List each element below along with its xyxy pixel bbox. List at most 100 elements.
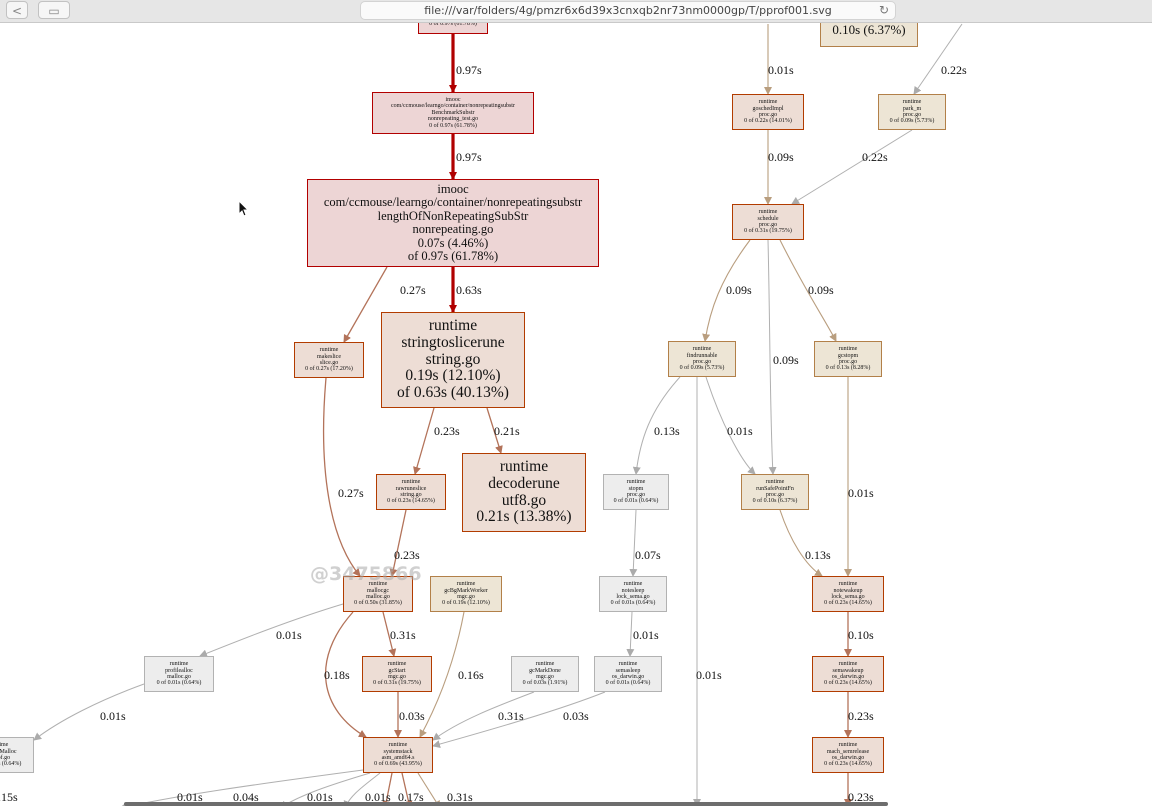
edge-stopm-to-notesleep [626,611,635,657]
node-text-line: proc.go [902,112,922,118]
node-text-line: runtime [902,99,922,106]
horizontal-scrollbar[interactable] [124,802,888,806]
edge-label: 0.23s [434,424,460,438]
edge-label: 0.03s [563,709,589,723]
node-text-line: runtime [456,581,476,588]
edge-label: 0.01s [727,424,753,438]
node-text-line: os_darwin.go [611,674,645,680]
graph-node-mProf-Malloc[interactable]: runtimemProf_Mallocmprof.go0 of 0.01s (0… [0,737,34,773]
node-text-line: string.go [425,350,481,368]
node-text-line: BenchmarkSubstr [431,109,475,116]
node-text-line: proc.go [838,359,858,365]
node-text-line: of 0.63s (40.13%) [397,384,509,402]
node-text-line: 0.10s (6.37%) [832,23,906,38]
node-text-line: malloc.go [366,594,390,600]
edge-label: 0.10s [848,628,874,642]
mouse-cursor-icon [238,200,250,217]
node-text-line: 0 of 0.31s (19.75%) [744,228,792,235]
node-text-line: utf8.go [501,491,547,509]
node-text-line: runtime [838,581,858,588]
node-text-line: 0 of 0.69s (43.95%) [374,761,422,768]
edge-label: 0.07s [635,548,661,562]
reload-icon[interactable]: ↻ [878,3,889,17]
node-text-line: gcstopm [837,352,859,359]
node-text-line: runtime [838,346,858,353]
edge-label: 0.01s [307,790,333,804]
node-text-line: lock_sema.go [831,594,865,600]
graph-node-top-right-big[interactable]: 0.10s (6.37%) [820,23,918,47]
watermark: @3475866 [310,563,422,585]
edge-label: 0.21s [494,424,520,438]
node-text-line: stopm [628,485,644,492]
node-text-line: string.go [400,492,422,498]
node-text-line: runtime [535,661,555,668]
edge-lengthOf-to-makeslice [343,266,388,343]
node-text-line: runtime [387,661,407,668]
node-text-line: lock_sema.go [616,594,650,600]
edge-label: 0.23s [848,790,874,804]
node-text-line: 0 of 0.01s (0.64%) [0,761,22,768]
edge-label: 0.31s [498,709,524,723]
node-text-line: runtime [319,347,339,354]
back-button[interactable]: < [6,1,28,19]
node-text-line: runtime [838,742,858,749]
node-text-line: runtime [838,661,858,668]
edge-label: 0.23s [848,709,874,723]
node-text-line: os_darwin.go [831,755,865,761]
node-text-line: park_m [902,105,922,112]
node-text-line: 0 of 0.09s (5.73%) [889,118,935,125]
edge-label: 0.27s [400,283,426,297]
node-text-line: 0 of 0.19s (12.10%) [442,600,490,607]
node-text-line: mgc.go [388,674,406,680]
node-text-line: proc.go [758,112,778,118]
edge-label: 0.15s [0,790,18,804]
node-text-line: proc.go [765,492,785,498]
edge-label: 0.03s [399,709,425,723]
node-text-line: malloc.go [167,674,191,680]
node-text-line: 0 of 0.01s (0.64%) [610,600,656,607]
browser-toolbar: < ▭ file:///var/folders/4g/pmzr6x6d39x3c… [0,0,1152,23]
node-text-line: rawruneslice [395,485,427,492]
edge-label: 0.01s [100,709,126,723]
edge-label: 0.13s [805,548,831,562]
graph-node-top-partial[interactable]: 0 of 0.97s (61.78%) [418,23,488,34]
edge-label: 0.23s [394,548,420,562]
node-text-line: 0 of 0.01s (0.64%) [605,680,651,687]
node-text-line: runtime [0,742,9,749]
node-text-line: makeslice [317,353,341,360]
node-text-line: runSafePointFn [756,485,794,492]
edge-label: 0.01s [365,790,391,804]
address-bar[interactable]: file:///var/folders/4g/pmzr6x6d39x3cnxqb… [360,1,896,20]
edge-label: 0.09s [768,150,794,164]
sidebar-toggle-button[interactable]: ▭ [38,1,70,19]
edge-gcStart-to-systemstack [432,691,535,741]
node-text-line: 0 of 0.97s (61.78%) [429,23,477,27]
node-text-line: com/ccmouse/learngo/container/nonrepeati… [323,195,583,209]
edge-label: 0.01s [276,628,302,642]
